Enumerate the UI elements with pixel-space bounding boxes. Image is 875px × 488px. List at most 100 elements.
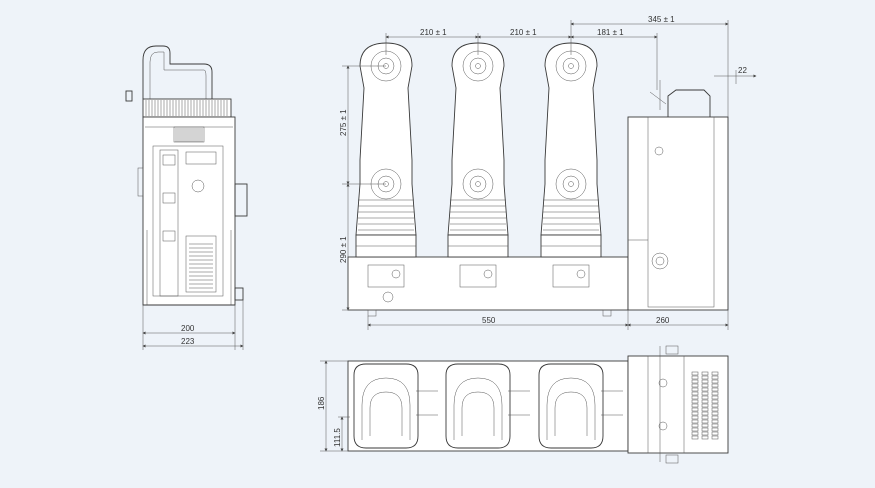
pole-top-center	[568, 63, 574, 69]
top-rib	[711, 419, 719, 424]
pole-mid-center	[568, 181, 574, 187]
dim-arm-22: 22	[738, 66, 747, 75]
top-rib	[701, 403, 709, 408]
pole-clamp	[552, 264, 590, 288]
top-poles	[353, 363, 623, 449]
top-rib	[691, 423, 699, 428]
pole-mid-center	[475, 181, 481, 187]
top-pole-terminal	[546, 377, 596, 440]
top-rib	[691, 407, 699, 412]
side-indicator-1	[162, 154, 176, 166]
side-ribs	[145, 100, 228, 116]
top-pole-terminal-inner	[369, 391, 403, 436]
top-mech-inner	[647, 355, 685, 454]
side-panel-left	[159, 149, 179, 297]
top-rib	[711, 423, 719, 428]
top-mech-knob-bottom	[665, 454, 679, 464]
side-plate-lines	[189, 243, 213, 289]
top-mechanism	[627, 355, 729, 454]
front-mech-arm	[667, 89, 711, 117]
top-pole-terminal-inner	[461, 391, 495, 436]
top-rib	[691, 435, 699, 440]
top-rib	[711, 391, 719, 396]
pole-top-ring-inner	[562, 57, 580, 75]
top-pole-body	[445, 363, 511, 449]
front-mech-shaft	[655, 256, 665, 266]
top-rib	[701, 419, 709, 424]
top-rib	[701, 375, 709, 380]
front-foot-2	[602, 309, 612, 317]
top-rib	[711, 407, 719, 412]
dim-base-height: 290 ± 1	[339, 236, 348, 263]
top-rib	[711, 415, 719, 420]
pole-mid-ring	[462, 168, 494, 200]
pole-mid-ring-inner	[562, 175, 580, 193]
top-rib	[691, 431, 699, 436]
side-line	[649, 91, 667, 105]
side-indicator-2	[162, 192, 176, 204]
top-view: 186 111.5	[317, 345, 729, 464]
top-pole-terminal-inner	[554, 391, 588, 436]
front-mech-inner	[647, 116, 715, 308]
top-rib	[711, 395, 719, 400]
top-rib	[701, 379, 709, 384]
top-rib	[701, 391, 709, 396]
pole-top-ring-inner	[469, 57, 487, 75]
top-rib	[711, 411, 719, 416]
top-rib	[711, 399, 719, 404]
side-left-tab	[137, 167, 144, 197]
side-bracket	[125, 90, 133, 102]
dim-offset-181: 181 ± 1	[597, 28, 624, 37]
poles	[355, 42, 602, 288]
dim-top-depth: 186	[317, 396, 326, 410]
dim-side-total: 223	[181, 337, 195, 346]
dim-top-offset: 111.5	[333, 428, 342, 447]
pole	[447, 42, 509, 288]
top-pole-terminal	[453, 377, 503, 440]
top-rib	[691, 411, 699, 416]
front-view: 210 ± 1 210 ± 1 181 ± 1 345 ± 1 22 275 ±…	[339, 15, 757, 330]
top-pole	[353, 363, 438, 449]
top-rib	[711, 435, 719, 440]
top-pole	[445, 363, 530, 449]
top-mech-bolt-1	[658, 378, 668, 388]
top-rib	[691, 383, 699, 388]
top-rib	[711, 371, 719, 376]
top-ribs	[691, 371, 719, 440]
pole-top-center	[475, 63, 481, 69]
front-mech-shaft	[651, 252, 669, 270]
top-rib	[691, 415, 699, 420]
side-bushing-inner	[149, 51, 207, 99]
top-rib	[691, 427, 699, 432]
pole	[355, 42, 417, 288]
side-display	[185, 151, 217, 165]
front-foot-1	[367, 309, 377, 317]
top-rib	[691, 403, 699, 408]
top-rib	[701, 411, 709, 416]
top-rib	[691, 375, 699, 380]
top-rib	[701, 371, 709, 376]
side-vent-lines	[175, 128, 203, 142]
top-pole-body	[538, 363, 604, 449]
pole	[540, 42, 602, 288]
pole-clamp	[459, 264, 497, 288]
top-rib	[691, 371, 699, 376]
dim-contact-height: 275 ± 1	[339, 109, 348, 136]
top-rib	[701, 399, 709, 404]
front-ground	[382, 291, 394, 303]
pole-clamp-bolt	[391, 269, 401, 279]
top-rib	[701, 415, 709, 420]
front-mechanism	[627, 116, 729, 311]
dim-offset-345: 345 ± 1	[648, 15, 675, 24]
side-mech-foot	[234, 287, 244, 301]
pole-clamp-bolt	[483, 269, 493, 279]
side-vent	[173, 126, 205, 143]
pole-mid-ring	[555, 168, 587, 200]
top-rib	[691, 395, 699, 400]
side-mech-box	[234, 183, 248, 217]
top-rib	[691, 391, 699, 396]
top-rib	[711, 403, 719, 408]
pole-clamp	[367, 264, 405, 288]
top-mech-knob-top	[665, 345, 679, 355]
